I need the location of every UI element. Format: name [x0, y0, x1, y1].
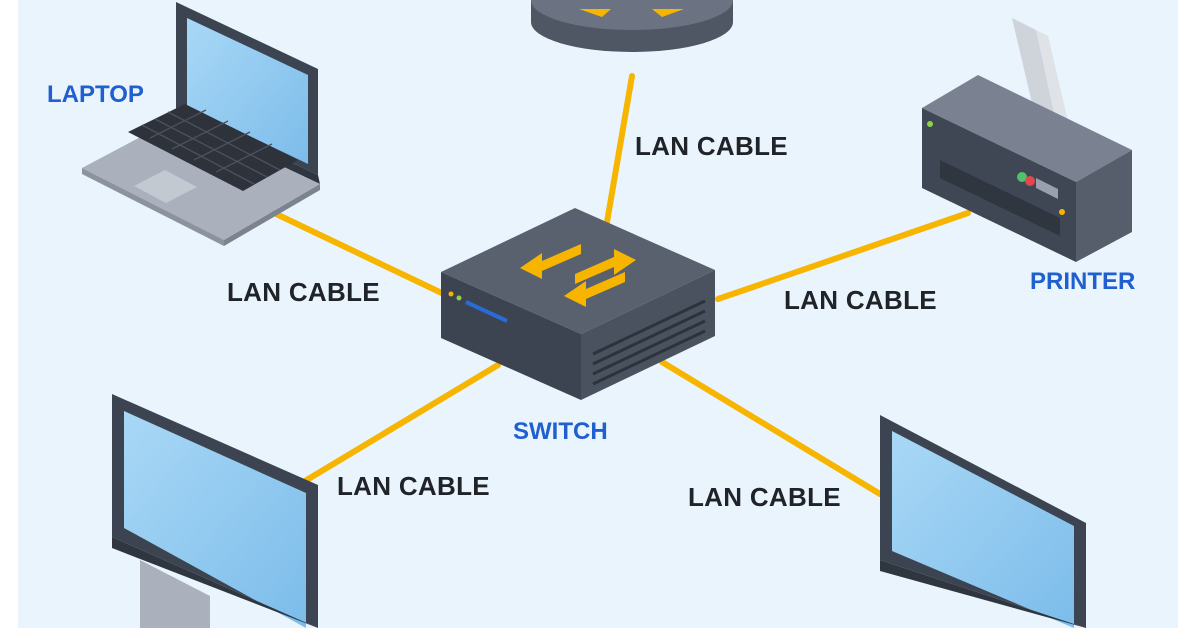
cable-desktop-left — [287, 362, 501, 493]
laptop-label: LAPTOP — [47, 81, 144, 108]
switch-label: SWITCH — [513, 418, 608, 445]
switch-icon — [441, 208, 715, 400]
cable-label-router: LAN CABLE — [635, 131, 788, 161]
printer-icon — [922, 18, 1132, 262]
cable-label-desktop-left: LAN CABLE — [337, 471, 490, 501]
cable-label-laptop: LAN CABLE — [227, 277, 380, 307]
cable-label-printer: LAN CABLE — [784, 285, 937, 315]
cable-router — [604, 73, 635, 225]
printer-label: PRINTER — [1030, 268, 1136, 295]
laptop-icon — [82, 2, 320, 246]
cable-printer — [715, 210, 971, 302]
desktop-left-icon — [112, 394, 318, 628]
cable-laptop — [269, 209, 451, 299]
desktop-right-icon — [880, 415, 1086, 628]
cable-label-desktop-right: LAN CABLE — [688, 482, 841, 512]
cable-desktop-right — [659, 359, 883, 497]
cables — [269, 73, 971, 497]
router-icon — [531, 0, 733, 52]
